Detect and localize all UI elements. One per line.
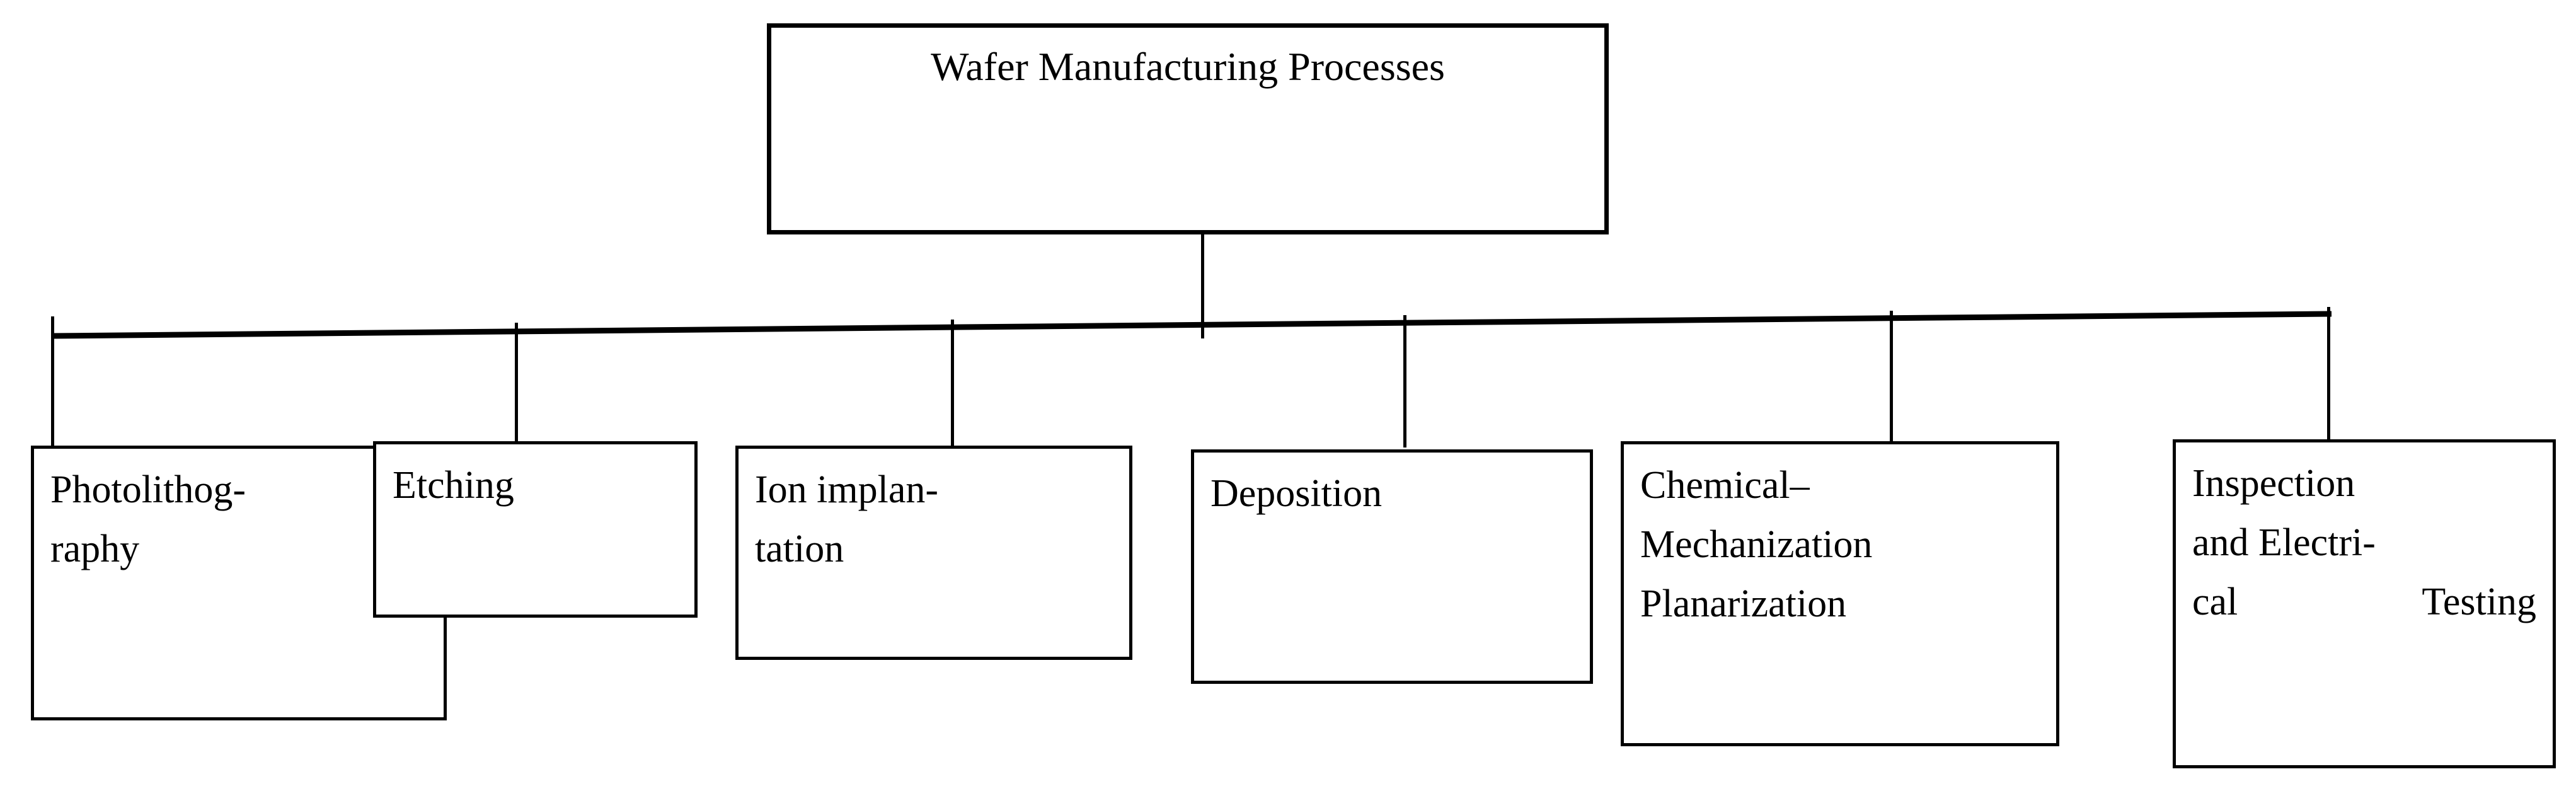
node-deposition-label: Deposition — [1210, 472, 1383, 515]
connector-drop-etching — [515, 323, 518, 453]
node-ion-implantation-label: Ion implan- tation — [755, 468, 938, 571]
node-deposition[interactable]: Deposition — [1191, 449, 1593, 684]
connector-drop-deposition — [1403, 315, 1406, 447]
node-cmp-label: Chemical– Mechanization Planarization — [1640, 464, 1873, 626]
node-inspection-and-electrical-testing[interactable]: Inspection and Electri- cal Testing — [2173, 439, 2556, 768]
node-etching[interactable]: Etching — [373, 441, 698, 618]
node-root-wafer-manufacturing-processes[interactable]: Wafer Manufacturing Processes — [767, 23, 1609, 234]
node-inspection-label: Inspection and Electri- cal Testing — [2192, 462, 2536, 624]
node-etching-label: Etching — [393, 464, 514, 507]
connector-drop-photolithography — [51, 316, 54, 454]
connector-drop-ion-implantation — [951, 320, 954, 455]
connector-horizontal-bus — [52, 311, 2332, 339]
connector-drop-inspection — [2327, 307, 2330, 442]
node-photolithography-label: Photolithog- raphy — [50, 468, 246, 571]
node-root-label: Wafer Manufacturing Processes — [931, 44, 1445, 89]
node-ion-implantation[interactable]: Ion implan- tation — [735, 446, 1132, 660]
connector-root-trunk — [1201, 234, 1204, 338]
connector-drop-cmp — [1890, 311, 1893, 444]
node-chemical-mechanization-planarization[interactable]: Chemical– Mechanization Planarization — [1621, 441, 2059, 746]
